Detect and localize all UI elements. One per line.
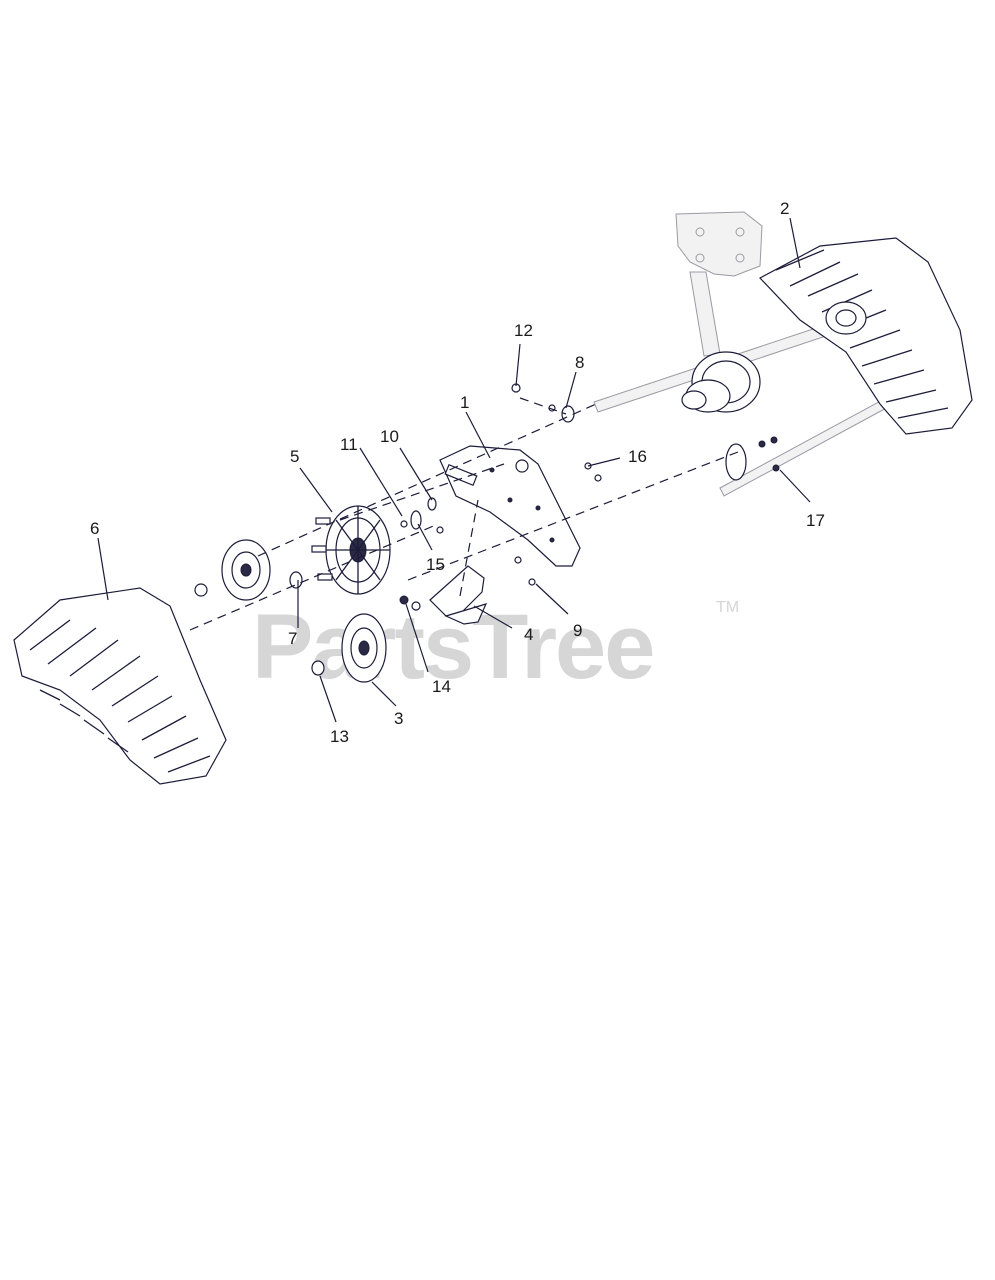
track-right: [759, 237, 973, 435]
callout-9: 9: [573, 621, 582, 640]
watermark-trademark: TM: [716, 599, 739, 616]
axle-flange: [725, 436, 780, 481]
leader-lines: [97, 217, 811, 723]
drive-gear: [681, 351, 761, 413]
callout-11: 11: [340, 435, 358, 454]
side-plate: [439, 445, 581, 567]
assembly-lines: [189, 397, 739, 631]
idler-wheel-lower: [341, 613, 387, 683]
callout-6: 6: [90, 519, 99, 538]
sprocket-hub: [311, 505, 391, 595]
callout-7: 7: [288, 629, 297, 648]
callouts: 1 2 3 4 5 6 7 8 9 10 11 12 13 14 15 16 1…: [90, 199, 825, 746]
callout-10: 10: [380, 427, 399, 446]
callout-13: 13: [330, 727, 349, 746]
callout-5: 5: [290, 447, 299, 466]
idler-wheel-upper: [221, 539, 271, 601]
callout-16: 16: [628, 447, 647, 466]
callout-8: 8: [575, 353, 584, 372]
frame-bracket: [675, 211, 763, 357]
callout-4: 4: [524, 625, 533, 644]
callout-1: 1: [460, 393, 469, 412]
callout-17: 17: [806, 511, 825, 530]
callout-14: 14: [432, 677, 451, 696]
callout-12: 12: [514, 321, 533, 340]
callout-15: 15: [426, 555, 445, 574]
track-left: [13, 587, 227, 785]
hardware: [194, 383, 602, 676]
bracket: [429, 565, 488, 625]
callout-2: 2: [780, 199, 789, 218]
callout-3: 3: [394, 709, 403, 728]
watermark: PartsTree TM: [252, 596, 739, 698]
